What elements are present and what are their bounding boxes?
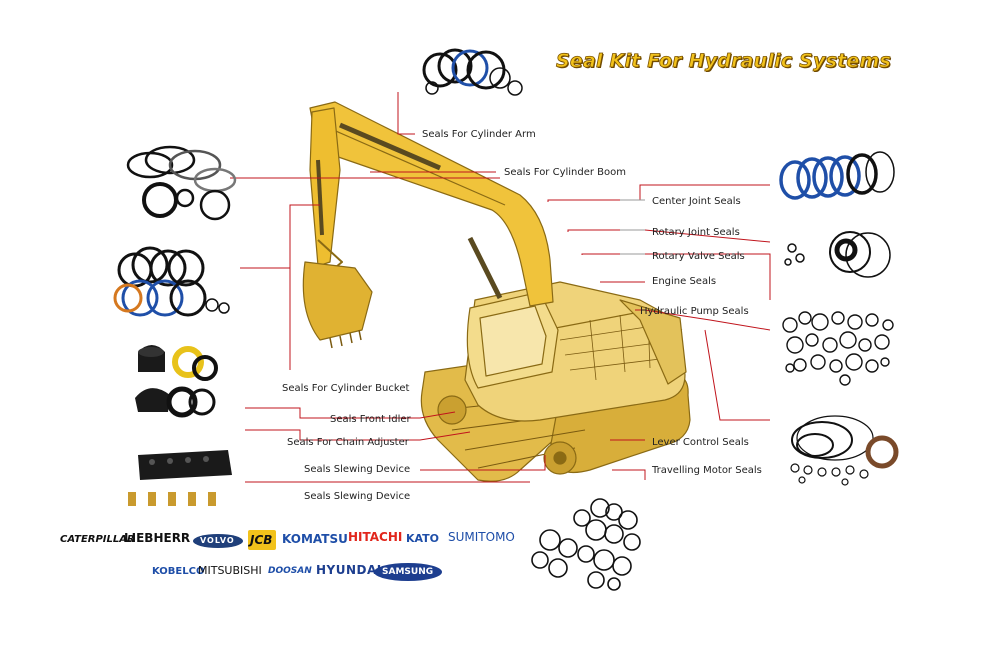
volvo-badge <box>193 534 243 548</box>
bucket <box>302 261 373 341</box>
label-engine: Engine Seals <box>652 276 717 287</box>
front-idler-wheel <box>437 395 467 425</box>
seal-photo-valve-block <box>128 450 232 506</box>
brand-liebherr: LIEBHERR <box>124 531 191 545</box>
boom <box>309 101 554 307</box>
arm <box>309 107 341 267</box>
brand-komatsu: KOMATSU <box>282 532 348 546</box>
boom-cylinder <box>467 236 503 300</box>
label-front-idler: Seals Front Idler <box>330 414 411 425</box>
brand-caterpillar: CATERPILLAR <box>60 534 135 545</box>
seal-photo-hydraulic-pump <box>790 415 899 486</box>
label-slewing-device-1: Seals Slewing Device <box>304 464 411 475</box>
label-rotary-valve: Rotary Valve Seals <box>652 251 745 262</box>
label-slewing-device-2: Seals Slewing Device <box>304 491 411 502</box>
brand-mitsubishi: MITSUBISHI <box>198 564 262 577</box>
seal-photo-travelling-motor <box>531 498 641 591</box>
page-title: Seal Kit For Hydraulic Systems <box>556 50 892 73</box>
label-cylinder-arm: Seals For Cylinder Arm <box>422 129 536 140</box>
seal-photo-arm <box>422 48 523 96</box>
label-travelling-motor: Travelling Motor Seals <box>652 465 762 476</box>
brand-hitachi: HITACHI <box>348 530 403 544</box>
label-hydraulic-pump: Hydraulic Pump Seals <box>640 306 749 317</box>
jcb-badge <box>248 530 276 550</box>
label-lever-control: Lever Control Seals <box>652 437 749 448</box>
brand-hyundai: HYUNDAI <box>316 563 382 577</box>
label-ticks <box>620 199 645 255</box>
label-cylinder-boom: Seals For Cylinder Boom <box>504 167 627 178</box>
seal-photo-rotary-valve <box>782 311 894 386</box>
seal-photo-bucket <box>113 246 230 317</box>
brand-kato: KATO <box>406 532 440 545</box>
seal-photo-front-idler <box>135 345 218 418</box>
bucket-cylinder <box>316 159 324 236</box>
brand-doosan: DOOSAN <box>268 566 312 576</box>
label-cylinder-bucket: Seals For Cylinder Bucket <box>282 383 410 394</box>
samsung-badge <box>374 563 442 581</box>
brand-kobelco: KOBELCO <box>152 566 205 577</box>
brand-sumitomo: SUMITOMO <box>448 530 515 544</box>
brand-samsung: SAMSUNG <box>382 567 434 577</box>
brand-volvo: VOLVO <box>200 536 235 545</box>
seal-photo-boom <box>126 145 237 221</box>
arm-cylinder <box>339 122 441 171</box>
excavator-illustration <box>302 101 691 482</box>
brand-jcb: JCB <box>250 533 273 547</box>
label-center-joint: Center Joint Seals <box>652 196 741 207</box>
seal-photo-center-joint <box>779 151 895 200</box>
label-chain-adjuster: Seals For Chain Adjuster <box>287 437 409 448</box>
label-rotary-joint: Rotary Joint Seals <box>652 227 740 238</box>
seal-photo-rotary-joint <box>784 231 891 278</box>
